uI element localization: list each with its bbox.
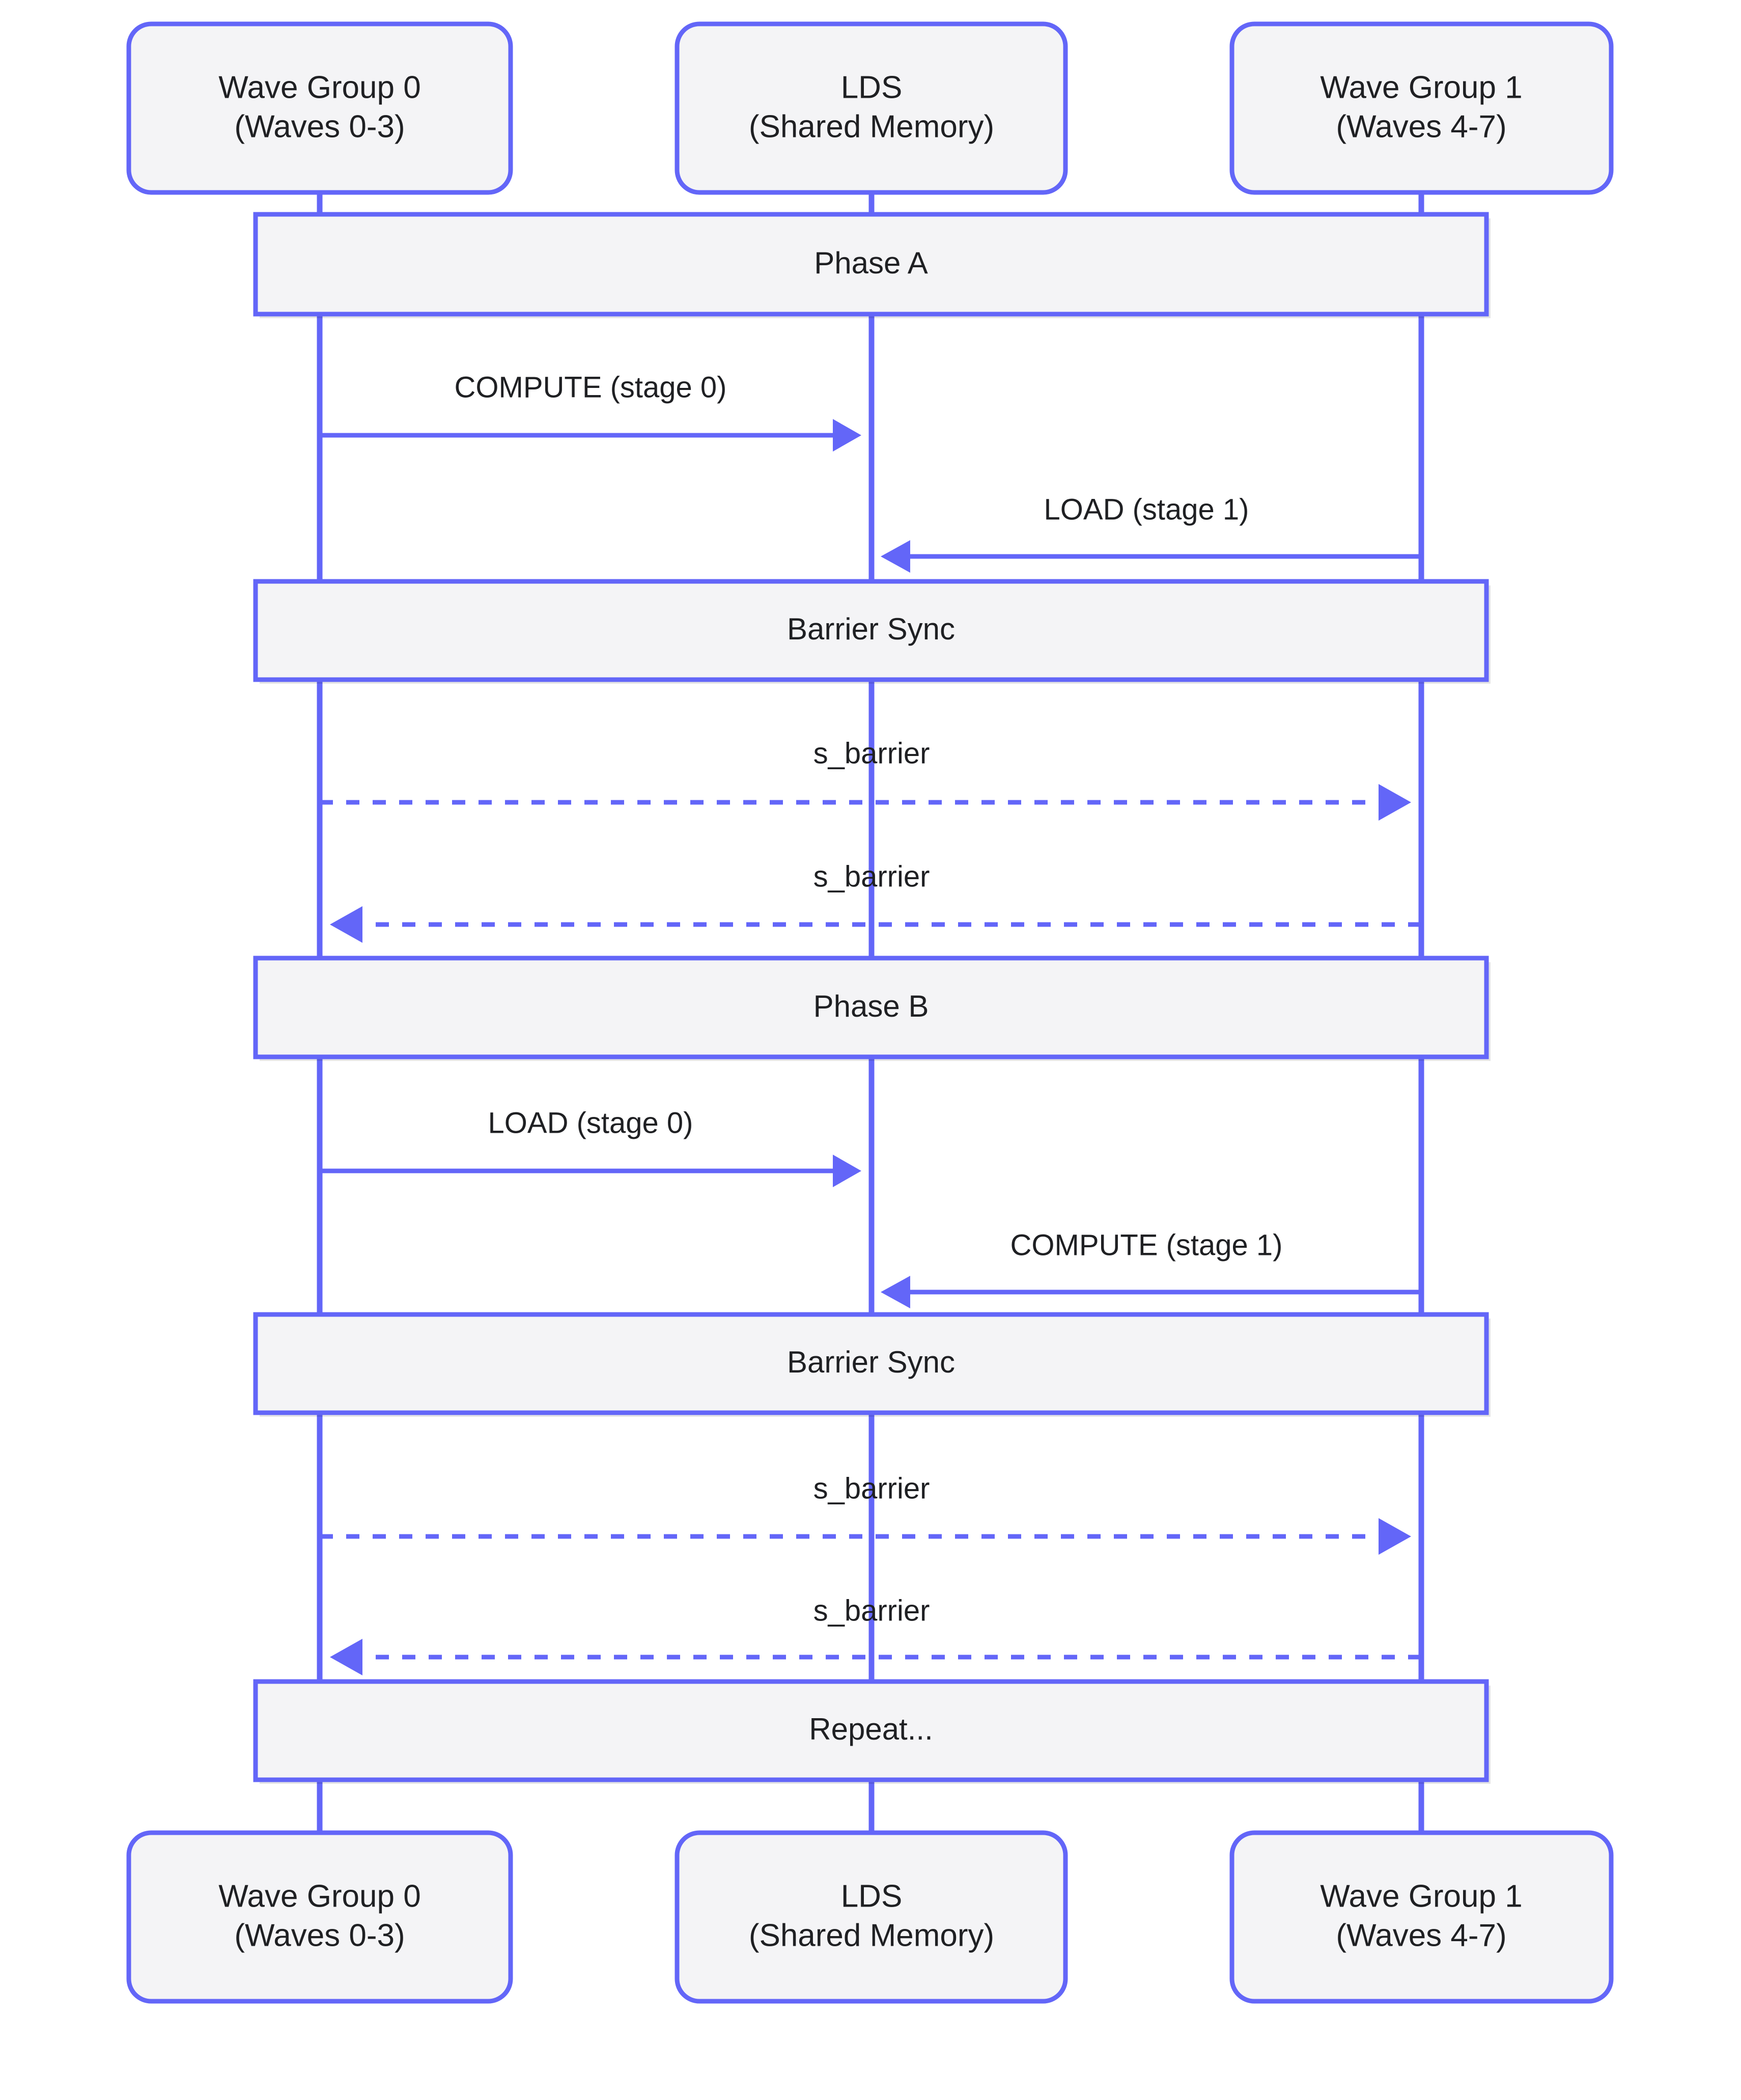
note-barrier-sync-1[interactable]: Barrier Sync [253, 579, 1491, 684]
participant-header-wave-group-1[interactable]: Wave Group 1 (Waves 4-7) [1229, 21, 1614, 195]
participant-label-footer-line2-wg0: (Waves 0-3) [234, 1918, 405, 1953]
message-label-s-barrier-2: s_barrier [813, 860, 930, 893]
note-phase-a[interactable]: Phase A [253, 212, 1491, 318]
note-repeat[interactable]: Repeat... [253, 1679, 1491, 1784]
participant-footer-wave-group-1[interactable]: Wave Group 1 (Waves 4-7) [1229, 1830, 1614, 2004]
message-load-stage-1[interactable]: LOAD (stage 1) [881, 493, 1421, 573]
note-label-barrier-sync-2: Barrier Sync [787, 1345, 955, 1379]
participant-label-footer-line1-wg0: Wave Group 0 [218, 1879, 420, 1914]
participant-box-wave-group-0[interactable] [126, 21, 513, 195]
note-label-barrier-sync-1: Barrier Sync [787, 612, 955, 646]
arrowhead-left-s-barrier-4 [330, 1639, 362, 1675]
message-s-barrier-1[interactable]: s_barrier [320, 737, 1411, 821]
note-box-repeat[interactable] [253, 1679, 1489, 1782]
message-label-compute-stage-0: COMPUTE (stage 0) [455, 371, 727, 404]
note-box-barrier-sync-2[interactable] [253, 1312, 1489, 1415]
participant-box-footer-wave-group-0[interactable] [126, 1830, 513, 2004]
participant-label-footer-line1-wg1: Wave Group 1 [1320, 1879, 1522, 1914]
participant-label-line1-lds: LDS [841, 70, 903, 105]
participant-label-footer-line2-wg1: (Waves 4-7) [1336, 1918, 1506, 1953]
note-label-repeat: Repeat... [809, 1712, 933, 1746]
participant-label-footer-line1-lds: LDS [841, 1879, 903, 1914]
message-label-s-barrier-3: s_barrier [813, 1472, 930, 1505]
participant-footer-lds[interactable]: LDS (Shared Memory) [675, 1830, 1068, 2004]
arrowhead-right-s-barrier-1 [1379, 784, 1411, 821]
message-s-barrier-3[interactable]: s_barrier [320, 1472, 1411, 1555]
participant-header-lds[interactable]: LDS (Shared Memory) [675, 21, 1068, 195]
participant-box-wave-group-1[interactable] [1229, 21, 1614, 195]
note-phase-b[interactable]: Phase B [253, 956, 1491, 1061]
note-box-phase-a[interactable] [253, 212, 1489, 317]
arrowhead-right-load-stage-0 [833, 1155, 861, 1187]
message-label-s-barrier-4: s_barrier [813, 1594, 930, 1627]
participant-label-line1-wg1: Wave Group 1 [1320, 70, 1522, 105]
arrowhead-left-compute-stage-1 [881, 1276, 910, 1308]
participant-label-footer-line2-lds: (Shared Memory) [749, 1918, 994, 1953]
participant-box-footer-wave-group-1[interactable] [1229, 1830, 1614, 2004]
message-s-barrier-4[interactable]: s_barrier [330, 1594, 1421, 1675]
participant-footer-wave-group-0[interactable]: Wave Group 0 (Waves 0-3) [126, 1830, 513, 2004]
arrowhead-left-s-barrier-2 [330, 906, 362, 943]
participant-header-wave-group-0[interactable]: Wave Group 0 (Waves 0-3) [126, 21, 513, 195]
message-label-compute-stage-1: COMPUTE (stage 1) [1010, 1228, 1283, 1262]
participant-label-line2-wg1: (Waves 4-7) [1336, 109, 1506, 144]
note-box-barrier-sync-1[interactable] [253, 579, 1489, 682]
message-label-load-stage-0: LOAD (stage 0) [488, 1106, 693, 1139]
arrowhead-right-s-barrier-3 [1379, 1518, 1411, 1555]
message-compute-stage-1[interactable]: COMPUTE (stage 1) [881, 1228, 1421, 1308]
note-barrier-sync-2[interactable]: Barrier Sync [253, 1312, 1491, 1417]
note-box-phase-b[interactable] [253, 956, 1489, 1059]
message-s-barrier-2[interactable]: s_barrier [330, 860, 1421, 943]
note-label-phase-a: Phase A [814, 246, 928, 280]
participant-label-line1-wg0: Wave Group 0 [218, 70, 420, 105]
message-label-load-stage-1: LOAD (stage 1) [1044, 493, 1249, 526]
arrowhead-left-load-stage-1 [881, 540, 910, 573]
message-load-stage-0[interactable]: LOAD (stage 0) [320, 1106, 861, 1187]
note-label-phase-b: Phase B [813, 989, 929, 1023]
message-compute-stage-0[interactable]: COMPUTE (stage 0) [320, 371, 861, 452]
message-label-s-barrier-1: s_barrier [813, 737, 930, 770]
arrowhead-right-compute-stage-0 [833, 419, 861, 452]
participant-box-lds[interactable] [675, 21, 1068, 195]
participant-label-line2-lds: (Shared Memory) [749, 109, 994, 144]
participant-box-footer-lds[interactable] [675, 1830, 1068, 2004]
participant-label-line2-wg0: (Waves 0-3) [234, 109, 405, 144]
